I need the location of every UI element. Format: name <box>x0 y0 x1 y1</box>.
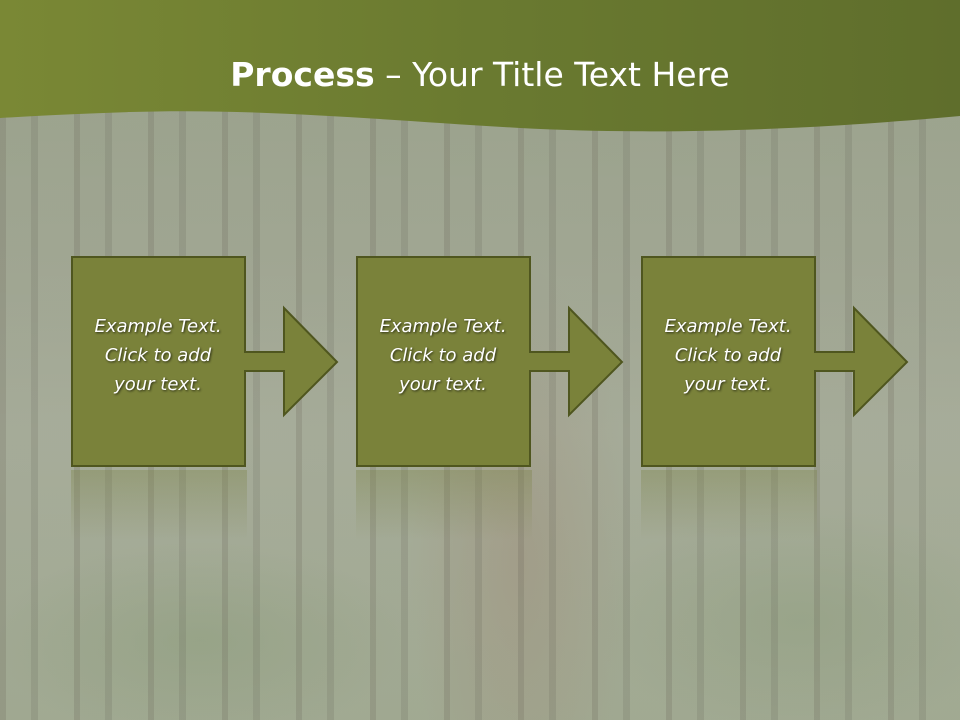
step-line: Example Text. <box>664 316 792 337</box>
process-step-1[interactable]: Example Text. Click to add your text. <box>71 256 341 468</box>
step-line: Click to add <box>104 345 212 366</box>
arrow-shape-3 <box>641 256 909 467</box>
step-line: your text. <box>114 374 202 395</box>
step-reflection-1 <box>71 470 247 540</box>
title-bold: Process <box>230 55 375 94</box>
step-line: Click to add <box>674 345 782 366</box>
step-line: Click to add <box>389 345 497 366</box>
step-line: Example Text. <box>94 316 222 337</box>
step-text-1: Example Text. Click to add your text. <box>73 312 243 399</box>
process-step-3[interactable]: Example Text. Click to add your text. <box>641 256 911 468</box>
slide-title[interactable]: Process – Your Title Text Here <box>0 48 960 102</box>
step-reflection-2 <box>356 470 532 540</box>
process-step-2[interactable]: Example Text. Click to add your text. <box>356 256 626 468</box>
title-rest: – Your Title Text Here <box>374 55 730 94</box>
step-line: Example Text. <box>379 316 507 337</box>
arrow-shape-2 <box>356 256 624 467</box>
step-reflection-3 <box>641 470 817 540</box>
arrow-shape-1 <box>71 256 339 467</box>
step-line: your text. <box>399 374 487 395</box>
step-line: your text. <box>684 374 772 395</box>
header-band <box>0 0 960 132</box>
step-text-3: Example Text. Click to add your text. <box>643 312 813 399</box>
step-text-2: Example Text. Click to add your text. <box>358 312 528 399</box>
